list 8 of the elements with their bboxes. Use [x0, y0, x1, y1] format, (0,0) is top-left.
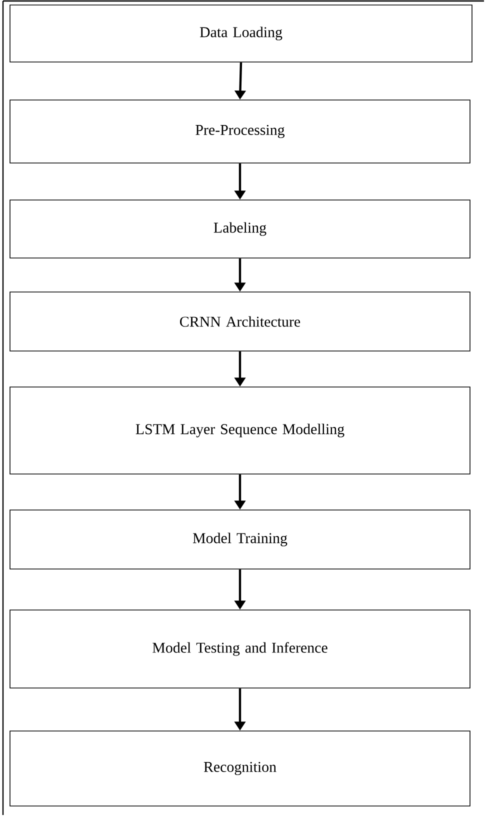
process-box: Recognition — [10, 730, 470, 806]
process-box: Data Loading — [10, 4, 472, 62]
process-box: LSTM Layer Sequence Modelling — [10, 386, 470, 474]
process-box: CRNN Architecture — [10, 292, 470, 352]
process-box: Model Testing and Inference — [10, 610, 470, 688]
process-box: Labeling — [10, 200, 470, 258]
process-box: Model Training — [10, 510, 470, 570]
process-box: Pre-Processing — [10, 100, 470, 164]
